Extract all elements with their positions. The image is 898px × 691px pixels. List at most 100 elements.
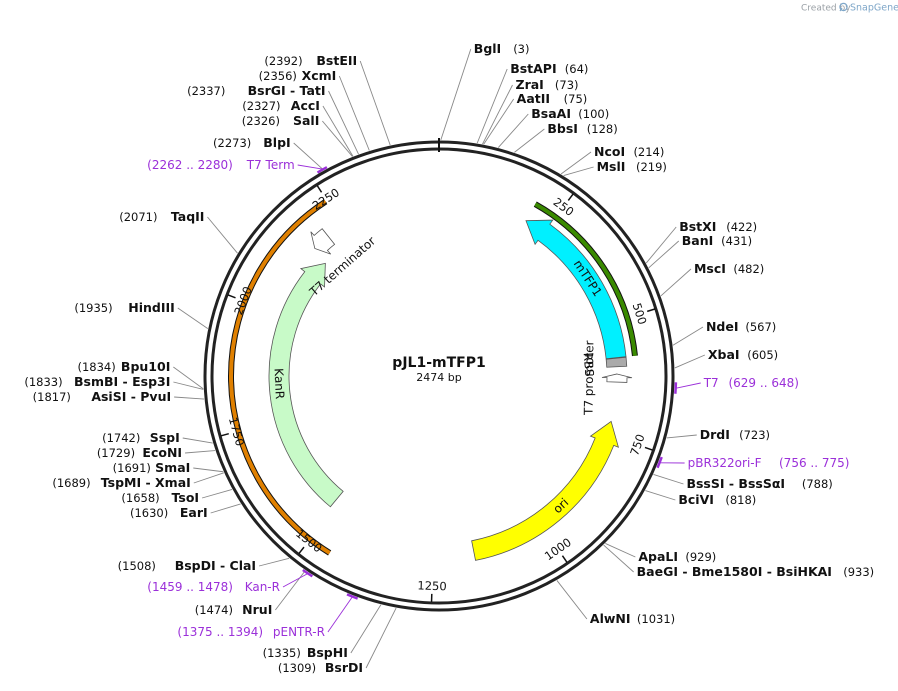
- feature-rbs: [605, 356, 628, 368]
- site-position: (1817): [33, 390, 71, 404]
- feature-kanr-label: KanR: [271, 368, 286, 400]
- tick-label: 1000: [542, 535, 574, 563]
- site-leader-line: [338, 75, 370, 151]
- site-position: (2326): [242, 114, 280, 128]
- primer-name: T7: [703, 376, 719, 390]
- plasmid-name: pJL1-mTFP1: [392, 355, 485, 371]
- site-label-bsssi-bsss-i: BssSI - BssSαI: [686, 476, 785, 491]
- site-label-zrai: ZraI: [516, 77, 544, 92]
- site-leader-line: [322, 105, 354, 157]
- site-leader-line: [514, 128, 545, 153]
- primer-name: Kan-R: [245, 580, 280, 594]
- site-leader-line: [293, 142, 324, 171]
- site-leader-line: [182, 437, 213, 444]
- primer-name: pBR322ori-F: [688, 456, 762, 470]
- site-leader-line: [328, 90, 359, 155]
- primer-range: (1459 .. 1478): [147, 580, 233, 594]
- site-position: (219): [636, 160, 667, 174]
- site-leader-line: [645, 490, 676, 501]
- site-leader-line: [210, 503, 241, 514]
- primer-range: (1375 .. 1394): [177, 625, 263, 639]
- site-position: (1630): [130, 506, 168, 520]
- site-position: (1742): [102, 431, 140, 445]
- site-position: (2273): [213, 136, 251, 150]
- site-leader-line: [207, 216, 238, 254]
- feature-t7-promoter: [601, 373, 633, 383]
- site-position: (1691): [113, 461, 151, 475]
- tick-label: 1250: [417, 578, 447, 593]
- site-position: (788): [802, 477, 833, 491]
- feature-rbs-label: RBS: [581, 352, 597, 377]
- site-position: (1031): [637, 612, 675, 626]
- site-leader-line: [482, 84, 513, 145]
- site-position: (2327): [242, 99, 280, 113]
- site-leader-line: [359, 60, 391, 146]
- site-leader-line: [185, 450, 216, 454]
- site-label-bsteii: BstEII: [316, 53, 357, 68]
- site-label-xcmi: XcmI: [302, 68, 337, 83]
- site-label-tspmi-xmai: TspMI - XmaI: [101, 475, 191, 490]
- site-leader-line: [666, 434, 697, 439]
- site-position: (929): [685, 550, 716, 564]
- site-label-ncoi: NcoI: [594, 144, 625, 159]
- site-leader-line: [648, 240, 680, 269]
- tick-mark: [561, 555, 568, 563]
- site-leader-line: [322, 120, 353, 157]
- site-label-tsoi: TsoI: [172, 490, 200, 505]
- plasmid-title-block: pJL1-mTFP1 2474 bp: [392, 355, 485, 384]
- site-position: (422): [726, 220, 757, 234]
- site-label-msci: MscI: [694, 261, 726, 276]
- site-leader-line: [193, 467, 224, 473]
- site-position: (1335): [263, 646, 301, 660]
- site-label-taqii: TaqII: [171, 209, 205, 224]
- primer-bar: [674, 382, 678, 394]
- site-position: (2071): [119, 210, 157, 224]
- primer-leader-line: [282, 573, 308, 588]
- site-position: (2356): [259, 69, 297, 83]
- site-position: (1309): [278, 661, 316, 675]
- site-label-hindiii: HindIII: [128, 300, 175, 315]
- plasmid-size: 2474 bp: [416, 371, 461, 384]
- feature-t7-promoter-label: T7 promoter: [582, 340, 597, 416]
- primer-range: (2262 .. 2280): [147, 158, 233, 172]
- primer-leader-line: [676, 382, 701, 389]
- site-leader-line: [556, 580, 588, 620]
- feature-ori: [471, 420, 619, 561]
- site-label-alwni: AlwNI: [590, 611, 631, 626]
- tick-label: 2250: [310, 185, 342, 213]
- site-label-econi: EcoNI: [142, 445, 182, 460]
- primer-range: (756 .. 775): [779, 456, 849, 470]
- site-label-aatii: AatII: [517, 91, 550, 106]
- site-leader-line: [672, 326, 704, 346]
- primer-bar: [316, 166, 328, 174]
- primer-name: T7 Term: [246, 158, 295, 172]
- site-label-msli: MslI: [597, 159, 626, 174]
- site-leader-line: [660, 268, 692, 297]
- site-label-sali: SalI: [293, 113, 319, 128]
- site-leader-line: [563, 166, 594, 177]
- site-label-acci: AccI: [291, 98, 320, 113]
- site-leader-line: [177, 307, 209, 330]
- tick-label: 750: [627, 432, 647, 457]
- site-position: (723): [739, 428, 770, 442]
- site-label-bpu10i: Bpu10I: [121, 359, 170, 374]
- site-leader-line: [173, 381, 204, 390]
- site-label-bbsi: BbsI: [547, 121, 578, 136]
- site-leader-lines: [173, 48, 706, 669]
- credit-brand: SnapGene: [850, 3, 898, 14]
- site-label-bstapi: BstAPI: [510, 61, 556, 76]
- site-position: (605): [747, 348, 778, 362]
- site-position: (1658): [121, 491, 159, 505]
- site-leader-line: [440, 48, 472, 141]
- site-position: (128): [587, 122, 618, 136]
- site-leader-line: [476, 68, 508, 144]
- highlight-band: [534, 202, 637, 356]
- snapgene-credit: Created by SnapGene: [801, 3, 898, 14]
- primer-leader-line: [327, 597, 353, 633]
- site-label-bsaai: BsaAI: [531, 106, 571, 121]
- credit-prefix: Created by: [801, 4, 851, 14]
- site-leader-line: [645, 226, 677, 264]
- primer-leader-line: [297, 164, 322, 170]
- tick-label: 500: [630, 301, 650, 326]
